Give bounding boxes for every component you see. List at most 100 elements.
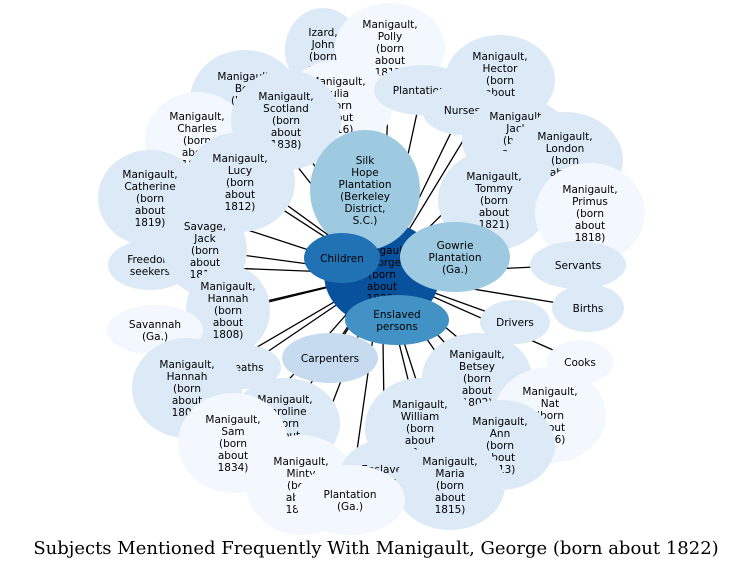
node-label-line: Carpenters bbox=[301, 353, 359, 365]
node-label-line: Manigault, bbox=[169, 111, 224, 123]
node-label-line: about bbox=[435, 492, 465, 504]
node-bubble[interactable] bbox=[295, 465, 405, 535]
node-label-line: Hope bbox=[351, 167, 378, 179]
node-label-line: (born bbox=[226, 177, 254, 189]
node-label-line: 1821) bbox=[479, 219, 510, 231]
node-silkhope[interactable]: SilkHopePlantation(BerkeleyDistrict,S.C.… bbox=[310, 130, 420, 250]
node-label-line: about bbox=[190, 257, 220, 269]
node-label-line: (born bbox=[173, 383, 201, 395]
node-servants[interactable]: Servants bbox=[530, 241, 626, 289]
node-bubble[interactable] bbox=[400, 222, 510, 292]
node-label-line: Ann bbox=[490, 428, 511, 440]
node-label-line: Manigault, bbox=[122, 169, 177, 181]
node-bubble[interactable] bbox=[552, 284, 624, 332]
node-label-line: about bbox=[375, 55, 405, 67]
node-label-line: (Ga.) bbox=[442, 264, 468, 276]
node-label-line: about bbox=[172, 395, 202, 407]
node-bubble[interactable] bbox=[535, 163, 645, 263]
node-label-line: Nat bbox=[541, 398, 559, 410]
node-label-line: (born bbox=[368, 269, 396, 281]
node-label-line: Catherine bbox=[124, 181, 175, 193]
node-label-line: (born bbox=[576, 208, 604, 220]
node-label-line: Maria bbox=[435, 468, 464, 480]
node-label-line: Manigault, bbox=[522, 386, 577, 398]
node-bubble[interactable] bbox=[530, 241, 626, 289]
node-bubble[interactable] bbox=[345, 295, 449, 345]
node-label-line: William bbox=[401, 411, 439, 423]
node-label-line: (Ga.) bbox=[337, 501, 363, 513]
node-label-line: (born bbox=[463, 373, 491, 385]
node-label-line: Sam bbox=[221, 426, 244, 438]
node-plantation2[interactable]: Plantation(Ga.) bbox=[295, 465, 405, 535]
node-label-line: Izard, bbox=[308, 27, 337, 39]
node-label-line: Manigault, bbox=[466, 171, 521, 183]
node-label-line: (born bbox=[219, 438, 247, 450]
node-children[interactable]: Children bbox=[304, 233, 380, 283]
node-label-line: Polly bbox=[378, 31, 402, 43]
node-label-line: Freedom bbox=[127, 254, 173, 266]
node-label-line: Minty bbox=[287, 468, 316, 480]
node-layer: Izard,John(bornaboutManigault,Polly(born… bbox=[98, 3, 645, 535]
node-carpenters[interactable]: Carpenters bbox=[282, 333, 378, 383]
node-label-line: Enslaved bbox=[373, 309, 420, 321]
node-label-line: John bbox=[311, 39, 335, 51]
node-label-line: about bbox=[225, 189, 255, 201]
node-label-line: 1834) bbox=[218, 462, 249, 474]
node-label-line: Manigault, bbox=[200, 281, 255, 293]
node-label-line: Manigault, bbox=[472, 51, 527, 63]
node-label-line: (born bbox=[183, 135, 211, 147]
node-label-line: Gowrie bbox=[437, 240, 474, 252]
node-label-line: (born bbox=[191, 245, 219, 257]
node-label-line: (born bbox=[214, 305, 242, 317]
node-label-line: Plantation bbox=[323, 489, 376, 501]
node-label-line: (born bbox=[551, 155, 579, 167]
node-label-line: Manigault, bbox=[562, 184, 617, 196]
node-label-line: seekers bbox=[130, 266, 170, 278]
node-label-line: Manigault, bbox=[472, 416, 527, 428]
node-label-line: about bbox=[367, 281, 397, 293]
node-label-line: Manigault, bbox=[212, 153, 267, 165]
node-label-line: (born bbox=[309, 51, 337, 63]
node-label-line: Manigault, bbox=[258, 91, 313, 103]
node-label-line: about bbox=[575, 220, 605, 232]
node-label-line: Scotland bbox=[263, 103, 309, 115]
node-label-line: about bbox=[213, 317, 243, 329]
node-label-line: Silk bbox=[356, 155, 375, 167]
node-label-line: Servants bbox=[555, 260, 601, 272]
node-bubble[interactable] bbox=[310, 130, 420, 250]
node-bubble[interactable] bbox=[480, 300, 550, 344]
node-label-line: (born bbox=[436, 480, 464, 492]
node-bubble[interactable] bbox=[395, 440, 505, 530]
node-label-line: 1819) bbox=[135, 217, 166, 229]
node-label-line: Tommy bbox=[474, 183, 513, 195]
node-label-line: Jack bbox=[193, 233, 216, 245]
node-bubble[interactable] bbox=[282, 333, 378, 383]
diagram-caption: Subjects Mentioned Frequently With Manig… bbox=[33, 538, 718, 559]
node-label-line: Hannah bbox=[208, 293, 249, 305]
node-label-line: (Ga.) bbox=[142, 331, 168, 343]
node-label-line: Manigault, bbox=[537, 131, 592, 143]
node-label-line: Savage, bbox=[184, 221, 226, 233]
node-label-line: about bbox=[218, 450, 248, 462]
node-label-line: Cooks bbox=[564, 357, 596, 369]
node-label-line: London bbox=[546, 143, 585, 155]
node-label-line: Lucy bbox=[228, 165, 252, 177]
node-label-line: Savannah bbox=[129, 319, 181, 331]
node-label-line: 1818) bbox=[575, 232, 606, 244]
node-births[interactable]: Births bbox=[552, 284, 624, 332]
node-label-line: Children bbox=[320, 253, 364, 265]
node-bubble[interactable] bbox=[304, 233, 380, 283]
node-label-line: Manigault, bbox=[449, 349, 504, 361]
node-label-line: about bbox=[462, 385, 492, 397]
node-label-line: Plantation bbox=[338, 179, 391, 191]
node-bubble[interactable] bbox=[186, 265, 270, 355]
node-label-line: Manigault, bbox=[362, 19, 417, 31]
node-label-line: S.C.) bbox=[353, 215, 378, 227]
node-drivers[interactable]: Drivers bbox=[480, 300, 550, 344]
